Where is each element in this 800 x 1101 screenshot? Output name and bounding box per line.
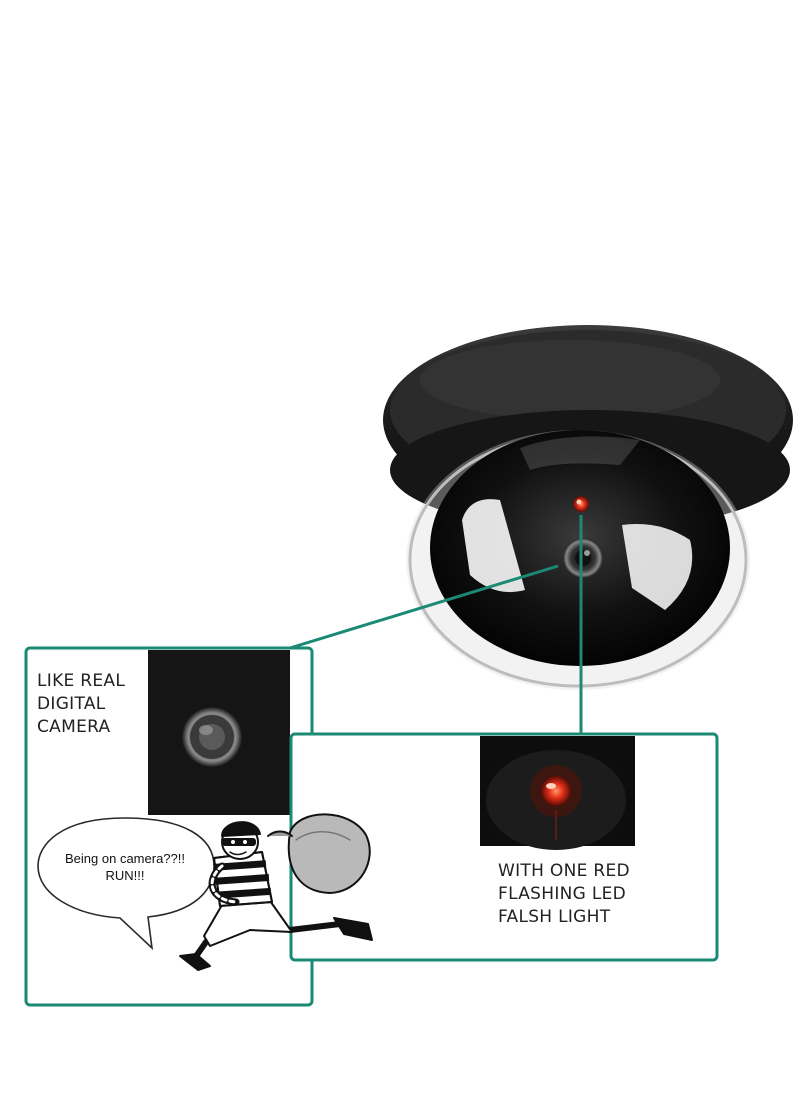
lens-callout-line-1: LIKE REAL xyxy=(37,671,126,691)
led-callout-line-2: FLASHING LED xyxy=(498,884,627,904)
speech-bubble xyxy=(37,817,215,951)
speech-line-2: RUN!!! xyxy=(105,868,145,883)
camera-led xyxy=(573,496,589,512)
dome-camera-icon xyxy=(383,325,793,690)
speech-line-1: Being on camera??!! xyxy=(65,851,185,866)
lens-callout-line-3: CAMERA xyxy=(37,717,111,737)
led-closeup xyxy=(480,736,635,850)
lens-closeup xyxy=(148,650,290,815)
led-callout-text: WITH ONE RED FLASHING LED FALSH LIGHT xyxy=(498,860,630,929)
speech-bubble-text: Being on camera??!! RUN!!! xyxy=(42,850,208,884)
lens-callout-line-2: DIGITAL xyxy=(37,694,106,714)
lens-callout-text: LIKE REAL DIGITAL CAMERA xyxy=(37,670,125,739)
running-thief-icon xyxy=(179,813,373,971)
led-callout-line-3: FALSH LIGHT xyxy=(498,907,611,927)
connector-lines xyxy=(289,515,583,734)
led-callout-line-1: WITH ONE RED xyxy=(498,861,630,881)
